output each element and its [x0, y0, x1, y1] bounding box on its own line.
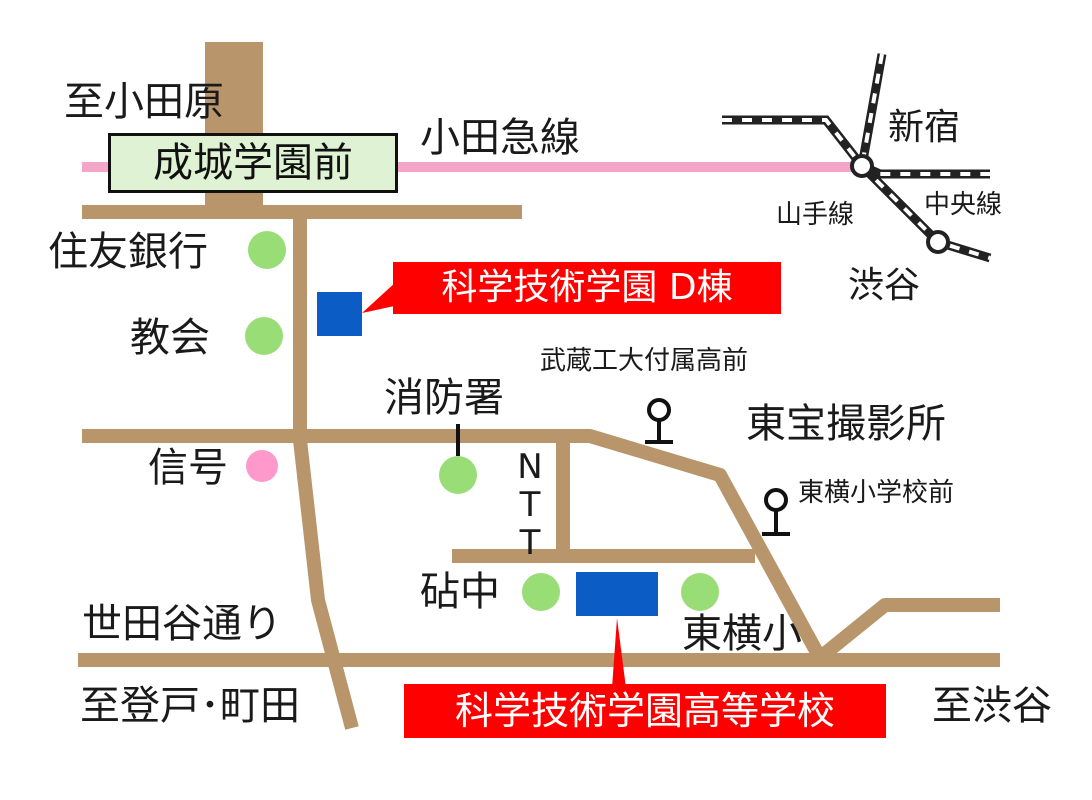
- roads: [78, 205, 1000, 730]
- bank-landmark-icon: [248, 231, 286, 269]
- signal-icon: [246, 450, 278, 482]
- to-odawara-label: 至小田原: [64, 79, 224, 125]
- rail-west-track-dash: [722, 118, 864, 168]
- kinuta-junior-high-label: 砧中: [420, 569, 500, 615]
- railway-network: [722, 53, 992, 263]
- bus-stop-1-label: 武蔵工大付属高前: [540, 346, 749, 376]
- ntt-letter-t1: T: [519, 485, 541, 525]
- bus-stop-1-icon: [645, 398, 673, 444]
- ntt-label: N T T: [512, 448, 548, 562]
- high-school-building-icon: [576, 572, 658, 616]
- toyoko-elementary-label: 東横小: [682, 611, 802, 657]
- kinuta-landmark-icon: [522, 573, 560, 611]
- road-middle-east-west: [82, 429, 827, 662]
- road-east-branch: [817, 598, 1000, 662]
- setagaya-dori-label: 世田谷通り: [82, 601, 282, 647]
- to-shibuya-label: 至渋谷: [932, 683, 1052, 729]
- shibuya-label: 渋谷: [848, 265, 921, 306]
- yamanote-line-label: 山手線: [776, 200, 855, 230]
- road-main-north-south: [293, 212, 359, 730]
- building-d-icon: [317, 292, 362, 336]
- bus-stop-2-label: 東横小学校前: [798, 478, 955, 508]
- rail-north-track: [857, 53, 887, 167]
- shinjuku-station-icon: [850, 154, 874, 178]
- high-school-label: 科学技術学園高等学校: [404, 684, 886, 738]
- seijo-gakuen-mae-station-box: 成城学園前: [108, 133, 398, 193]
- ntt-letter-n: N: [517, 447, 543, 487]
- toho-studio-label: 東宝撮影所: [746, 401, 946, 447]
- to-noborito-machida-label: 至登戸･町田: [80, 683, 300, 729]
- rail-west-track: [722, 115, 866, 169]
- ntt-letter-t2: T: [519, 523, 541, 563]
- shinjuku-label: 新宿: [888, 107, 961, 148]
- sumitomo-bank-label: 住友銀行: [48, 229, 208, 275]
- bus-stop-2-icon: [762, 488, 790, 536]
- fire-station-landmark-icon: [439, 456, 477, 494]
- church-label: 教会: [130, 315, 210, 361]
- high-school-label-pointer: [612, 618, 626, 688]
- higashi-landmark-icon: [681, 573, 719, 611]
- odakyu-line-label: 小田急線: [420, 115, 580, 161]
- chuo-line-label: 中央線: [924, 190, 1003, 220]
- fire-station-label: 消防署: [384, 375, 504, 421]
- building-d-label: 科学技術学園 D棟: [393, 262, 781, 314]
- church-landmark-icon: [245, 317, 283, 355]
- shibuya-station-icon: [926, 230, 950, 254]
- signal-label: 信号: [148, 445, 228, 491]
